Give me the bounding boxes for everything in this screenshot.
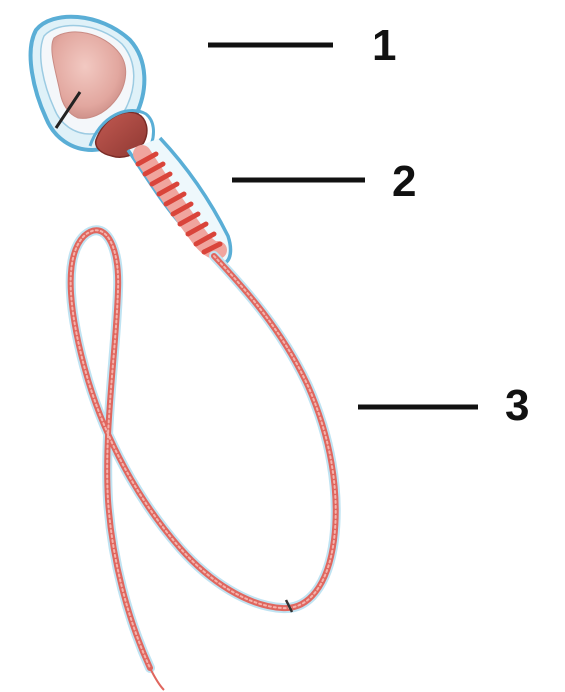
callout-1: 1	[208, 21, 396, 70]
tail-end-piece	[150, 668, 164, 690]
sperm-midpiece	[128, 138, 230, 264]
callout-2: 2	[232, 157, 416, 206]
callout-number-3: 3	[505, 381, 529, 430]
sperm-tail	[71, 230, 336, 690]
callout-number-1: 1	[372, 21, 396, 70]
callout-number-2: 2	[392, 157, 416, 206]
callout-3: 3	[358, 381, 529, 430]
